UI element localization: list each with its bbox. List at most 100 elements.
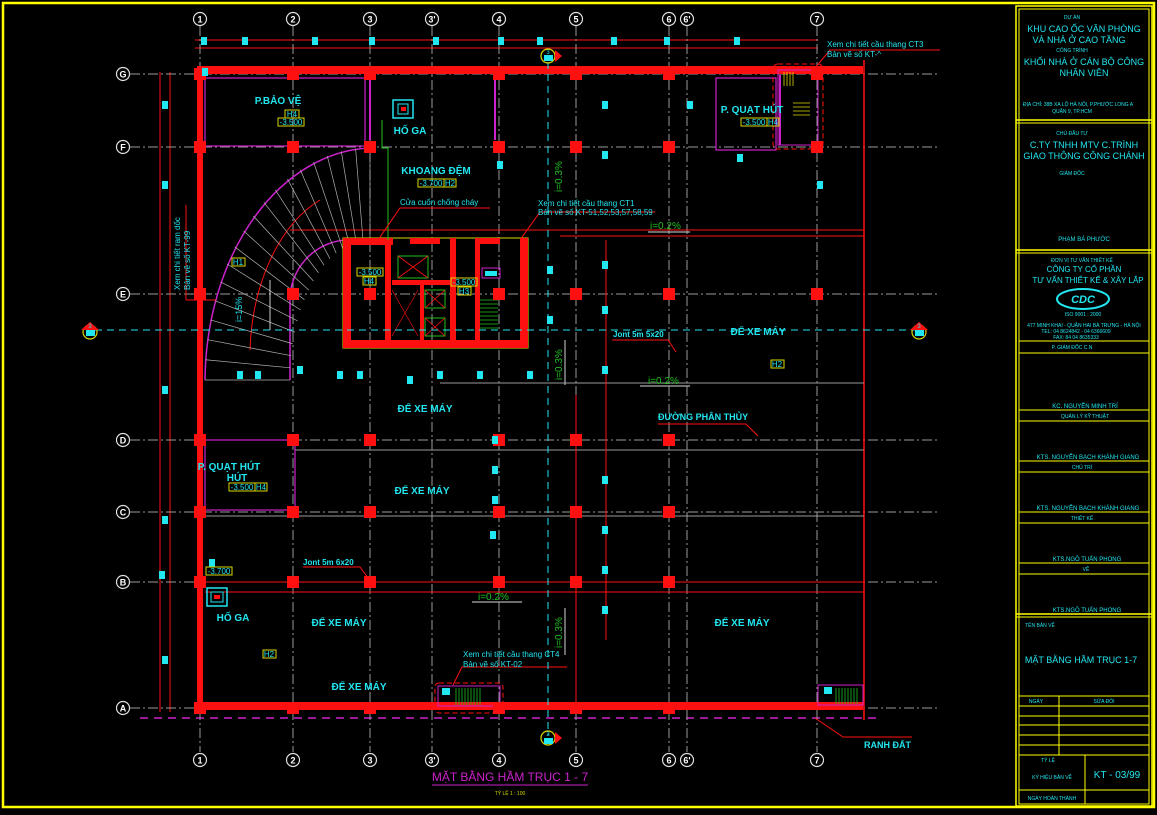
tb-owner-line1: C.TY TNHH MTV C.TRÌNH: [1030, 140, 1138, 150]
ramp-step: [243, 230, 309, 291]
cyan-marker: [687, 101, 693, 109]
axis-bubble-circle: [679, 11, 695, 27]
ramp-step: [341, 151, 357, 243]
axis-label: 2: [290, 756, 295, 766]
axis-label: 2: [290, 15, 295, 25]
level-tag: -3.500: [231, 483, 254, 492]
column: [493, 702, 505, 714]
cyan-marker: [162, 386, 168, 394]
room-outline-quat-hut: [715, 77, 777, 151]
cyan-marker: [817, 181, 823, 189]
column: [364, 506, 376, 518]
axis-bubble-circle: [661, 11, 677, 27]
level-tag: -3.700: [208, 567, 231, 576]
tb-role-name: KTS.NGÔ TUẤN PHONG: [1053, 607, 1122, 614]
column: [287, 506, 299, 518]
axis-bubble-circle: [809, 752, 825, 768]
column: [811, 68, 823, 80]
axis-bubble-row-A: A: [115, 700, 131, 716]
annotation-ramp: Xem chi tiết ram dốc: [173, 217, 182, 290]
axis-bubble-col-4: 3': [424, 752, 440, 768]
column: [493, 288, 505, 300]
room-label-bao-ve: P.BẢO VỆ: [255, 94, 302, 107]
column: [570, 434, 582, 446]
cyan-marker: [537, 37, 543, 45]
room-label-ho-ga: HỐ GA: [217, 610, 250, 624]
section-marker-left[interactable]: 3: [81, 322, 99, 340]
column: [287, 68, 299, 80]
ramp-step: [226, 263, 301, 311]
svg-text:3: 3: [88, 324, 92, 330]
tag-box: [443, 178, 457, 188]
column: [364, 68, 376, 80]
tb-sheet-code-label: KÝ HIỆU BẢN VẼ: [1032, 773, 1072, 781]
tb-revision-label: SỬA ĐỔI: [1094, 698, 1115, 705]
leader-line: [519, 211, 655, 241]
ramp-step: [210, 319, 293, 345]
cyan-marker: [162, 516, 168, 524]
cyan-marker: [159, 571, 165, 579]
column: [570, 576, 582, 588]
tb-consult-line1: CÔNG TY CỔ PHẦN: [1047, 264, 1122, 274]
axis-label: 6: [666, 756, 671, 766]
room-code-tag: H4: [768, 118, 779, 127]
tb-director-name: PHẠM BÁ PHƯỚC: [1058, 236, 1110, 243]
section-marker-right[interactable]: 3: [910, 322, 928, 340]
axis-bubble-col-5: 4: [491, 752, 507, 768]
column: [493, 576, 505, 588]
tb-role-name: KTS. NGUYỄN BẠCH KHÁNH GIANG: [1037, 454, 1140, 461]
level-tag: -3.700: [420, 179, 443, 188]
axis-bubble-col-1: 1: [192, 11, 208, 27]
column: [663, 68, 675, 80]
slope-label-ramp: i=15%: [234, 297, 244, 322]
cyan-marker: [602, 366, 608, 374]
room-label-quat-hut: P. QUẠT HÚT: [721, 103, 784, 116]
cyan-marker: [209, 559, 215, 567]
leader-line: [612, 339, 677, 353]
cyan-marker: [664, 37, 670, 45]
ramp-step: [313, 161, 343, 249]
cyan-marker: [490, 531, 496, 539]
room-outline-quat-hut-left: [204, 439, 296, 511]
room-code-tag: H4: [364, 277, 375, 286]
company-logo: [1056, 288, 1110, 310]
wall-bottom: [197, 702, 863, 710]
axis-label: 4: [496, 15, 501, 25]
annotation-ct3: Xem chi tiết cầu thang CT3: [827, 40, 924, 49]
annotation-fire-door: Cửa cuốn chống cháy: [400, 198, 478, 207]
cyan-marker: [312, 37, 318, 45]
axis-label: 3: [367, 15, 372, 25]
section-marker-bottom[interactable]: 3: [540, 730, 562, 746]
tb-work-line2: NHÂN VIÊN: [1059, 68, 1108, 78]
axis-bubble-circle: [285, 752, 301, 768]
tb-role-name: KC. NGUYỄN MINH TRÍ: [1052, 403, 1118, 410]
axis-bubble-circle: [115, 700, 131, 716]
section-marker-top[interactable]: 3: [540, 48, 562, 64]
tb-project-label: DỰ ÁN: [1064, 14, 1081, 21]
cyan-marker: [734, 37, 740, 45]
axis-label: 3: [367, 756, 372, 766]
title-block: DỰ ÁN KHU CAO ỐC VĂN PHÒNG VÀ NHÀ Ở CAO …: [1015, 5, 1153, 807]
axis-bubble-col-2: 2: [285, 752, 301, 768]
column: [194, 434, 206, 446]
axis-bubble-row-E: E: [115, 286, 131, 302]
cyan-marker: [407, 376, 413, 384]
tb-role-name: KTS. NGUYỄN BẠCH KHÁNH GIANG: [1037, 505, 1140, 512]
cyan-marker: [497, 161, 503, 169]
leader-line: [377, 207, 490, 241]
cyan-marker: [255, 371, 261, 379]
axis-bubble-circle: [568, 752, 584, 768]
annotation-ct1-sheet: Bản vẽ số KT-51,52,53,57,58,59: [538, 208, 653, 217]
room-label-khoang-dem: KHOANG ĐỆM: [401, 164, 470, 177]
cyan-markers: [159, 37, 823, 664]
axis-label: 5: [573, 15, 578, 25]
axis-bubble-col-8: 6': [679, 11, 695, 27]
pipe-line: [381, 120, 389, 240]
axis-bubble-circle: [424, 752, 440, 768]
cyan-marker: [162, 656, 168, 664]
cyan-marker: [433, 37, 439, 45]
leader-line: [814, 717, 844, 738]
cyan-marker: [162, 101, 168, 109]
stair-ct4: [434, 682, 504, 714]
